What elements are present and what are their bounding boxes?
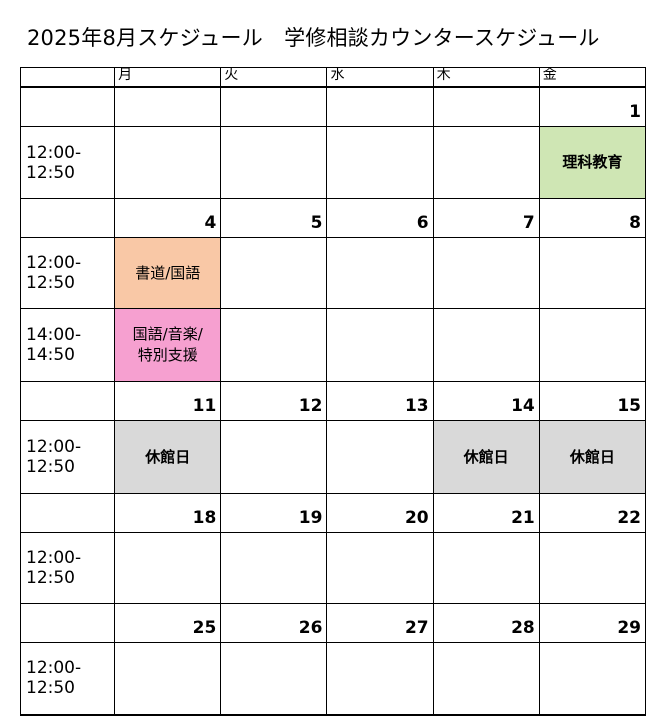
date-number: 15 bbox=[538, 381, 647, 421]
closed-day-cell: 休館日 bbox=[114, 420, 222, 494]
schedule-cell bbox=[220, 532, 328, 604]
time-slot-label: 12:00- 12:50 bbox=[19, 420, 116, 494]
schedule-cell bbox=[326, 532, 434, 604]
date-number: 26 bbox=[220, 603, 328, 643]
schedule-cell bbox=[432, 126, 540, 199]
schedule-cell bbox=[326, 642, 434, 716]
date-number bbox=[114, 86, 222, 127]
schedule-cell bbox=[432, 237, 540, 309]
date-number: 21 bbox=[432, 493, 540, 533]
date-number: 7 bbox=[432, 198, 540, 238]
page-title: 2025年8月スケジュール 学修相談カウンタースケジュール bbox=[27, 26, 600, 50]
date-number: 27 bbox=[326, 603, 434, 643]
schedule-cell bbox=[114, 532, 222, 604]
weekday-header-mon: 月 bbox=[114, 67, 222, 88]
date-number: 25 bbox=[114, 603, 222, 643]
date-row-label bbox=[19, 603, 116, 643]
week-4-slot-1200: 12:00- 12:50 bbox=[19, 532, 647, 604]
weekday-header-tue: 火 bbox=[220, 67, 328, 88]
time-slot-label: 12:00- 12:50 bbox=[19, 237, 116, 309]
schedule-cell bbox=[326, 237, 434, 309]
event-calligraphy-japanese: 書道/国語 bbox=[114, 237, 222, 309]
date-number bbox=[326, 86, 434, 127]
time-slot-label: 12:00- 12:50 bbox=[19, 532, 116, 604]
date-number: 8 bbox=[538, 198, 647, 238]
schedule-cell bbox=[326, 126, 434, 199]
schedule-cell bbox=[326, 420, 434, 494]
schedule-cell bbox=[432, 308, 540, 382]
schedule-cell bbox=[432, 642, 540, 716]
weekday-header-row: 月 火 水 木 金 bbox=[19, 67, 647, 88]
week-5-date-row: 25 26 27 28 29 bbox=[19, 603, 647, 643]
week-5-slot-1200: 12:00- 12:50 bbox=[19, 642, 647, 716]
event-science-education: 理科教育 bbox=[538, 126, 647, 199]
weekday-header-fri: 金 bbox=[538, 67, 647, 88]
date-number: 4 bbox=[114, 198, 222, 238]
date-number: 14 bbox=[432, 381, 540, 421]
schedule-cell bbox=[432, 532, 540, 604]
week-4-date-row: 18 19 20 21 22 bbox=[19, 493, 647, 533]
week-3-slot-1200: 12:00- 12:50 休館日 休館日 休館日 bbox=[19, 420, 647, 494]
schedule-cell bbox=[538, 237, 647, 309]
date-number: 29 bbox=[538, 603, 647, 643]
week-2-date-row: 4 5 6 7 8 bbox=[19, 198, 647, 238]
weekday-header-wed: 水 bbox=[326, 67, 434, 88]
schedule-cell bbox=[220, 308, 328, 382]
week-1-date-row: 1 bbox=[19, 86, 647, 127]
schedule-cell bbox=[220, 126, 328, 199]
date-number: 20 bbox=[326, 493, 434, 533]
date-number: 6 bbox=[326, 198, 434, 238]
date-number: 13 bbox=[326, 381, 434, 421]
date-number: 1 bbox=[538, 86, 647, 127]
week-2-slot-1200: 12:00- 12:50 書道/国語 bbox=[19, 237, 647, 309]
schedule-cell bbox=[220, 420, 328, 494]
schedule-cell bbox=[114, 126, 222, 199]
schedule-cell bbox=[114, 642, 222, 716]
schedule-calendar: 月 火 水 木 金 1 12:00- 12:50 理科教育 bbox=[19, 67, 647, 716]
schedule-cell bbox=[538, 532, 647, 604]
schedule-cell bbox=[538, 642, 647, 716]
schedule-cell bbox=[220, 642, 328, 716]
date-number: 19 bbox=[220, 493, 328, 533]
date-number bbox=[220, 86, 328, 127]
date-number: 18 bbox=[114, 493, 222, 533]
schedule-cell bbox=[538, 308, 647, 382]
week-3-date-row: 11 12 13 14 15 bbox=[19, 381, 647, 421]
date-number: 5 bbox=[220, 198, 328, 238]
schedule-cell bbox=[326, 308, 434, 382]
date-number: 22 bbox=[538, 493, 647, 533]
time-slot-label: 14:00- 14:50 bbox=[19, 308, 116, 382]
event-japanese-music-special-support: 国語/音楽/ 特別支援 bbox=[114, 308, 222, 382]
weekday-header-blank bbox=[19, 67, 116, 88]
date-number: 28 bbox=[432, 603, 540, 643]
closed-day-cell: 休館日 bbox=[432, 420, 540, 494]
date-number: 11 bbox=[114, 381, 222, 421]
date-number: 12 bbox=[220, 381, 328, 421]
week-1-slot-1200: 12:00- 12:50 理科教育 bbox=[19, 126, 647, 199]
schedule-cell bbox=[220, 237, 328, 309]
time-slot-label: 12:00- 12:50 bbox=[19, 126, 116, 199]
date-number bbox=[432, 86, 540, 127]
time-slot-label: 12:00- 12:50 bbox=[19, 642, 116, 716]
closed-day-cell: 休館日 bbox=[538, 420, 647, 494]
date-row-label bbox=[19, 381, 116, 421]
weekday-header-thu: 木 bbox=[432, 67, 540, 88]
date-row-label bbox=[19, 86, 116, 127]
date-row-label bbox=[19, 493, 116, 533]
date-row-label bbox=[19, 198, 116, 238]
week-2-slot-1400: 14:00- 14:50 国語/音楽/ 特別支援 bbox=[19, 308, 647, 382]
